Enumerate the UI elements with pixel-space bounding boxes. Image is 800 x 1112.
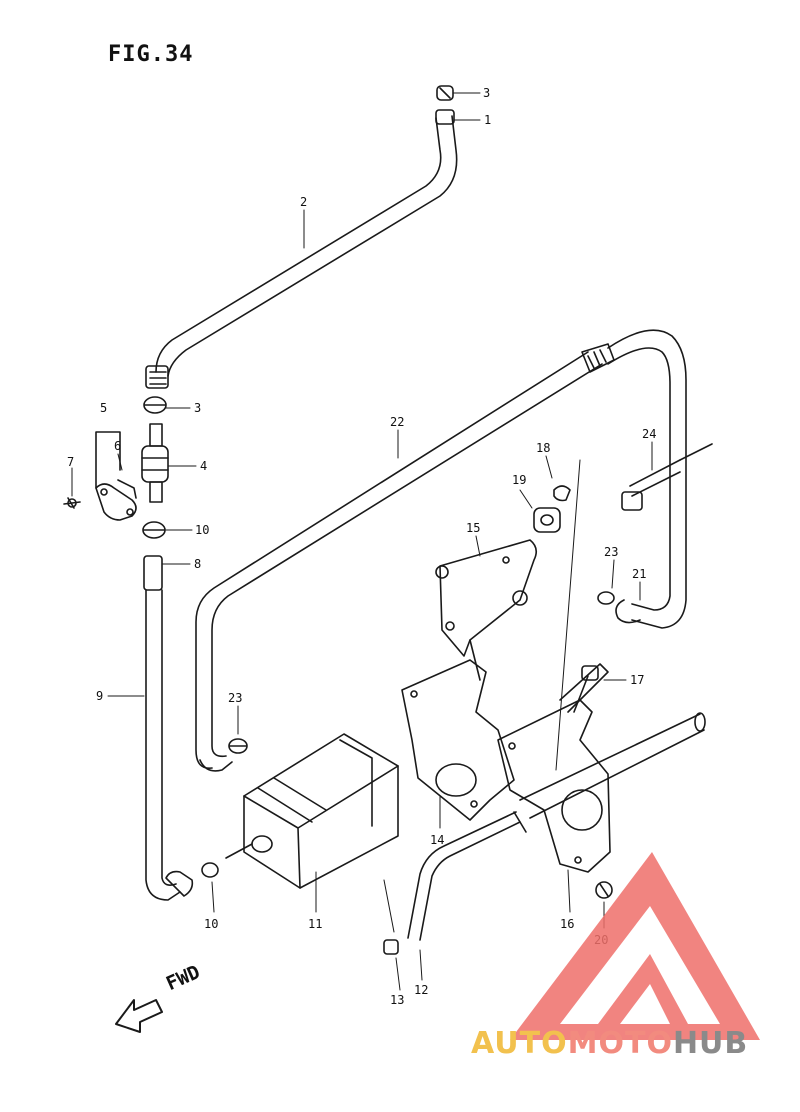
- clamp-10-upper: [142, 521, 166, 539]
- watermark-moto: MOTO: [567, 1026, 673, 1061]
- clamp-23-left: [228, 738, 248, 754]
- callout-5: 5: [100, 401, 107, 415]
- callout-2: 2: [300, 195, 307, 209]
- filter-bracket-5: [95, 431, 137, 521]
- figure-title: FIG.34: [108, 42, 194, 67]
- hose-9: [143, 555, 194, 901]
- callout-12: 12: [414, 983, 428, 997]
- bolt-17: [573, 665, 599, 713]
- hose-21: [607, 329, 687, 629]
- callout-15: 15: [466, 521, 480, 535]
- hose-22: [195, 343, 615, 772]
- watermark-logo: [510, 852, 760, 1040]
- callout-10: 10: [195, 523, 209, 537]
- callout-8: 8: [194, 557, 201, 571]
- bracket-15: [435, 539, 538, 681]
- callout-16: 16: [560, 917, 574, 931]
- callout-11: 11: [308, 917, 322, 931]
- clamp-3-top: [436, 85, 454, 101]
- fuel-filter-4: [141, 423, 169, 503]
- callout-24: 24: [642, 427, 656, 441]
- leader-lines: [71, 92, 653, 991]
- callout-23: 23: [604, 545, 618, 559]
- hose-2: [145, 109, 458, 389]
- canister-11: [225, 733, 399, 889]
- watermark-hub: HUB: [672, 1026, 749, 1061]
- callout-1: 1: [484, 113, 491, 127]
- damper-19: [533, 507, 561, 533]
- watermark-auto: AUTO: [471, 1026, 568, 1061]
- callout-6: 6: [114, 439, 121, 453]
- callout-3: 3: [194, 401, 201, 415]
- callout-7: 7: [67, 455, 74, 469]
- callout-14: 14: [430, 833, 444, 847]
- callout-10: 10: [204, 917, 218, 931]
- clip-18: [553, 485, 571, 502]
- clamp-10-lower: [201, 862, 219, 878]
- callout-18: 18: [536, 441, 550, 455]
- callout-13: 13: [390, 993, 404, 1007]
- callout-3: 3: [483, 86, 490, 100]
- watermark-text: AUTOMOTOHUB: [471, 1026, 748, 1061]
- bracket-14: [401, 659, 515, 821]
- callout-17: 17: [630, 673, 644, 687]
- callout-19: 19: [512, 473, 526, 487]
- bracket-16: [497, 663, 611, 873]
- clamp-3-middle: [143, 396, 167, 414]
- shaft: [519, 712, 706, 819]
- clamp-13: [383, 939, 399, 955]
- callout-23: 23: [228, 691, 242, 705]
- hose-12: [407, 811, 527, 941]
- callout-9: 9: [96, 689, 103, 703]
- clamp-24: [621, 443, 713, 511]
- callout-21: 21: [632, 567, 646, 581]
- fwd-arrow: [115, 999, 163, 1033]
- bolt-20: [595, 881, 613, 899]
- screw-7: [63, 497, 81, 509]
- callout-4: 4: [200, 459, 207, 473]
- clamp-23-right: [597, 591, 615, 605]
- callout-22: 22: [390, 415, 404, 429]
